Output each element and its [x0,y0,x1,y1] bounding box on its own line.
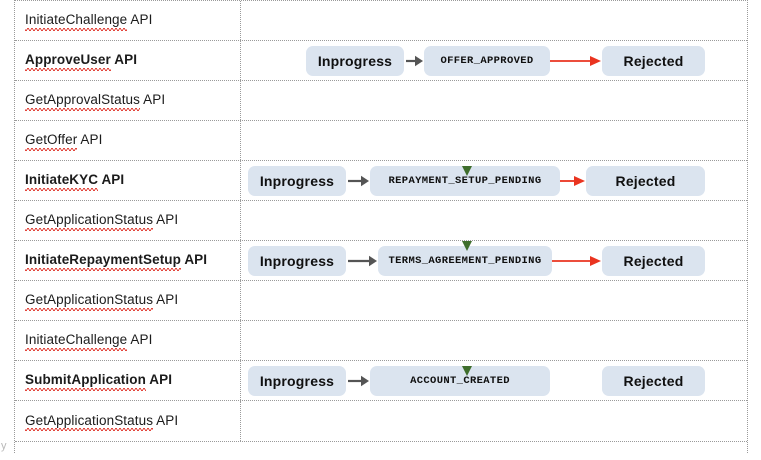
stray-glyph: y [1,440,7,452]
spellcheck-underline: InitiateKYC [25,172,99,191]
api-name-cell: SubmitApplication API [15,361,241,400]
node-rejected[interactable]: Rejected [602,365,705,396]
table-row: GetApplicationStatus API [15,201,747,241]
api-name-cell: InitiateChallenge API [15,321,241,360]
api-name-label: GetApplicationStatus API [25,212,179,231]
api-name-suffix: API [110,52,138,68]
table-row: GetOffer API [15,121,747,161]
arrow-inprogress-to-state [348,255,377,266]
arrow-inprogress-to-state [348,175,369,186]
api-name-label: InitiateChallenge API [25,332,153,351]
spellcheck-underline: InitiateChallenge [25,332,128,351]
flow-cell [241,1,747,40]
node-inprogress[interactable]: Inprogress [248,245,346,276]
api-name-label: InitiateKYC API [25,172,125,191]
api-name-cell: ApproveUser API [15,41,241,80]
spellcheck-underline: GetApplicationStatus [25,292,154,311]
api-name-label: GetApprovalStatus API [25,92,166,111]
node-rejected[interactable]: Rejected [602,245,705,276]
table-row: InitiateKYC API Inprogress REPAYMENT_SETUP… [15,161,747,201]
node-inprogress[interactable]: Inprogress [306,45,404,76]
api-name-cell: InitiateChallenge API [15,1,241,40]
arrow-inprogress-to-state [406,55,423,66]
api-name-cell: GetApplicationStatus API [15,401,241,441]
api-name-suffix: API [180,252,208,268]
table-row: GetApprovalStatus API [15,81,747,121]
node-rejected[interactable]: Rejected [602,45,705,76]
api-name-label: InitiateChallenge API [25,12,153,31]
flow-cell: Inprogress ACCOUNT_CREATED Rejected [241,361,747,400]
table-row: InitiateRepaymentSetup API Inprogress TERM… [15,241,747,281]
api-name-label: GetApplicationStatus API [25,292,179,311]
flow-cell [241,281,747,320]
api-name-suffix: API [127,12,153,28]
api-name-label: GetApplicationStatus API [25,412,179,432]
flow-cell: Inprogress TERMS_AGREEMENT_PENDING Rejecte… [241,241,747,280]
spellcheck-underline: ApproveUser [25,52,111,71]
spellcheck-underline: SubmitApplication [25,372,146,391]
flow-cell [241,121,747,160]
arrow-state-to-rejected [550,55,601,66]
spellcheck-underline: GetApplicationStatus [25,412,154,432]
flow-cell [241,81,747,120]
api-name-suffix: API [127,332,153,348]
spellcheck-underline: InitiateChallenge [25,12,128,31]
table-row: GetApplicationStatus API [15,281,747,321]
api-name-cell: GetApplicationStatus API [15,281,241,320]
arrow-state-to-rejected [560,175,585,186]
table-row: ApproveUser API Inprogress OFFER_APPROVED R… [15,41,747,81]
spellcheck-underline: InitiateRepaymentSetup [25,252,181,271]
flow-cell [241,201,747,240]
node-state[interactable]: TERMS_AGREEMENT_PENDING [378,245,552,276]
flow-cell: Inprogress OFFER_APPROVED Rejected [241,41,747,80]
table-row: InitiateChallenge API [15,1,747,41]
arrow-state-to-rejected [552,255,601,266]
arrow-inprogress-to-state [348,375,369,386]
api-name-cell: GetApplicationStatus API [15,201,241,240]
api-name-cell: InitiateRepaymentSetup API [15,241,241,280]
api-name-suffix: API [153,292,179,308]
node-state[interactable]: OFFER_APPROVED [424,45,550,76]
node-inprogress[interactable]: Inprogress [248,165,346,196]
node-state[interactable]: REPAYMENT_SETUP_PENDING [370,165,560,196]
flow-cell [241,321,747,360]
node-state[interactable]: ACCOUNT_CREATED [370,365,550,396]
api-name-suffix: API [98,172,125,188]
spellcheck-underline: GetOffer [25,132,78,151]
api-name-label: ApproveUser API [25,52,138,71]
api-name-suffix: API [153,212,179,228]
api-name-label: GetOffer API [25,132,103,151]
flow-cell: Inprogress REPAYMENT_SETUP_PENDING Rejecte… [241,161,747,200]
api-name-label: SubmitApplication API [25,372,173,391]
api-name-suffix: API [145,372,173,388]
flow-cell [241,401,747,441]
spellcheck-underline: GetApprovalStatus [25,92,141,111]
spellcheck-underline: GetApplicationStatus [25,212,154,231]
api-name-cell: InitiateKYC API [15,161,241,200]
api-name-suffix: API [153,412,179,428]
api-name-cell: GetApprovalStatus API [15,81,241,120]
table-row: InitiateChallenge API [15,321,747,361]
table-row: GetApplicationStatus API [15,401,747,442]
api-name-cell: GetOffer API [15,121,241,160]
node-inprogress[interactable]: Inprogress [248,365,346,396]
table-row: SubmitApplication API Inprogress ACCOUNT_C… [15,361,747,401]
api-name-suffix: API [77,132,103,148]
api-name-label: InitiateRepaymentSetup API [25,252,208,271]
api-name-suffix: API [140,92,166,108]
node-rejected[interactable]: Rejected [586,165,705,196]
